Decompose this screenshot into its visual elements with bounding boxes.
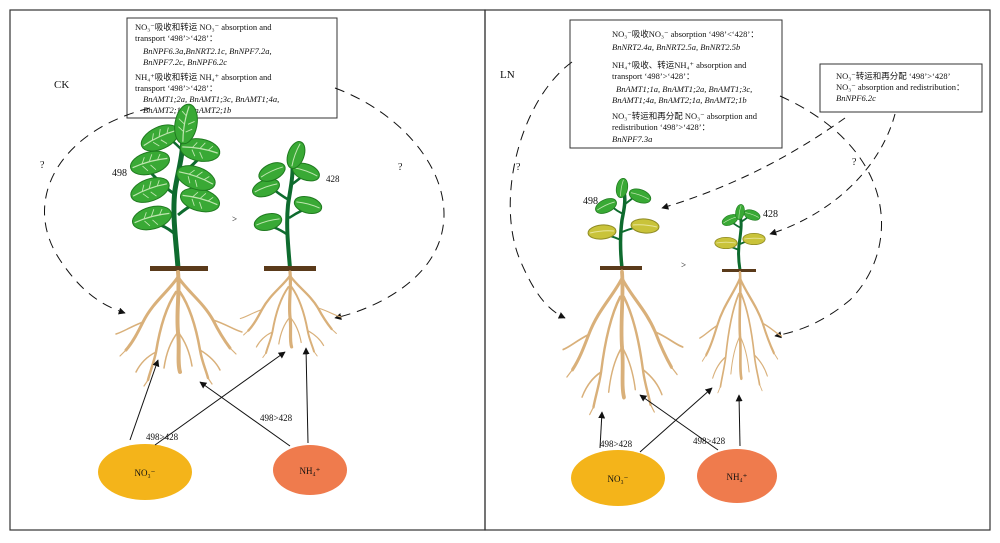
ck-no3-genes1: BnNPF6.3a,BnNRT2.1c, BnNPF7.2a, [143,46,272,56]
ck-no3-arrow-label: 498>428 [146,432,179,442]
ln-no3-title: NO₃⁻吸收NO₃⁻ absorption ‘498’<‘428’： [612,29,759,39]
ln-plant-498 [563,177,683,414]
ln-nh4-ellipse [697,449,777,503]
panel-ck-label: CK [54,79,69,91]
ck-compare: > [232,214,237,224]
ln-nh4-genes1: BnAMT1;1a, BnAMT1;2a, BnAMT1;3c, [616,84,752,94]
panel-ln: LN NO₃⁻吸收NO₃⁻ absorption ‘498’<‘428’： Bn… [500,19,983,506]
panel-ln-label: LN [500,69,515,81]
ln-no3-redis-title2: redistribution ‘498’>‘428’： [612,122,710,132]
ln-nh4-genes2: BnAMT1;4a, BnAMT2;1a, BnAMT2;1b [612,95,747,105]
ln-plant-428-label: 428 [763,209,778,220]
ck-question-right: ? [398,162,403,173]
panel-ck: CK NO₃⁻吸收和转运 NO₃⁻ absorption and transpo… [40,17,445,500]
ln-plant-428 [700,203,782,393]
ln-dashed-arc-left [509,61,573,319]
ln-dashed-side-428 [769,113,896,236]
ck-nh4-title2: transport ‘498’>‘428’： [135,83,217,93]
ck-nh4-title: NH₄⁺吸收和转运 NH₄⁺ absorption and [135,72,272,82]
panel-ln-frame [484,9,991,531]
ck-plant-428 [238,138,343,360]
ln-question-left: ? [516,162,521,173]
ck-plant-498-label: 498 [112,168,127,179]
ln-question-right: ? [852,157,857,168]
ln-no3-ellipse-label: NO₃⁻ [608,474,629,484]
ln-arrow-nh4-498 [639,394,719,451]
ln-no3-ellipse [571,450,665,506]
ln-side-line2: NO₃⁻ absorption and redistribution： [836,82,965,92]
ck-no3-title2: transport ‘498’>‘428’： [135,33,217,43]
ck-arrow-no3-498 [129,359,160,441]
ln-nh4-arrow-label: 498>428 [693,436,726,446]
ck-nh4-ellipse [273,445,347,495]
ck-no3-ellipse [98,444,192,500]
ck-arrow-no3-428 [154,351,286,446]
ln-side-line3: BnNPF6.2c [836,93,876,103]
ln-nh4-title2: transport ‘498’>‘428’： [612,71,694,81]
ln-nh4-ellipse-label: NH₄⁺ [727,472,748,482]
ln-no3-arrow-label: 498>428 [600,439,633,449]
ck-info-box [126,17,338,119]
ck-no3-title: NO₃⁻吸收和转运 NO₃⁻ absorption and [135,22,272,32]
ln-info-box [569,19,783,149]
ck-no3-ellipse-label: NO₃⁻ [135,468,156,478]
ln-plant-498-label: 498 [583,196,598,207]
ck-plant-428-label: 428 [326,174,340,184]
ck-arrow-nh4-428 [302,347,310,444]
ck-nh4-arrow-label: 498>428 [260,413,293,423]
ck-nh4-genes1: BnAMT1;2a, BnAMT1;3c, BnAMT1;4a, [143,94,279,104]
ln-no3-genes: BnNRT2.4a, BnNRT2.5a, BnNRT2.5b [612,42,740,52]
ck-nh4-ellipse-label: NH₄⁺ [300,466,321,476]
ln-arrow-nh4-428 [735,394,743,447]
ck-plant-498 [114,101,244,388]
ck-question-left: ? [40,160,45,171]
ck-arrow-nh4-498 [199,381,291,447]
ln-compare: > [681,260,686,270]
ck-no3-genes2: BnNPF7.2c, BnNPF6.2c [143,57,227,67]
ln-side-line1: NO₃⁻转运和再分配 ‘498’>‘428’ [836,71,951,81]
ln-no3-redis-genes: BnNPF7.3a [612,134,652,144]
ln-dashed-arc-right [774,95,883,339]
ln-side-box [819,63,983,113]
ck-dashed-arc-right [334,87,445,321]
ln-no3-redis-title: NO₃⁻转运和再分配 NO₃⁻ absorption and [612,111,758,121]
ln-nh4-title: NH₄⁺吸收、转运NH₄⁺ absorption and [612,60,747,70]
ln-dashed-side-498 [661,117,846,210]
ck-dashed-arc-left [44,107,151,315]
ln-arrow-no3-498 [598,411,606,449]
